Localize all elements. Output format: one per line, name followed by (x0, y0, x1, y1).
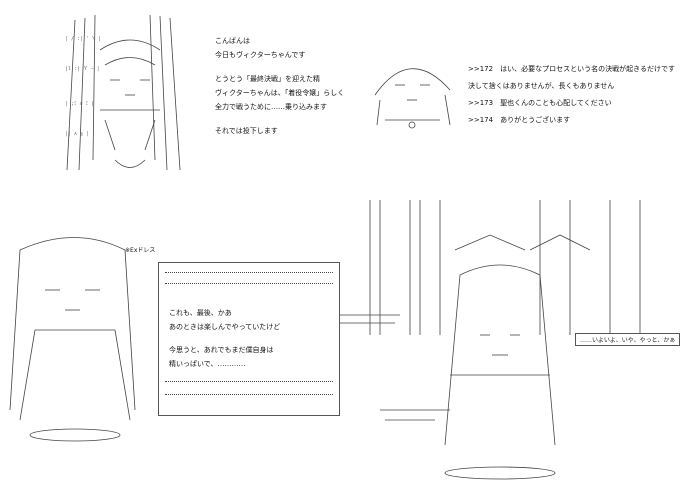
dotted-divider (165, 283, 333, 284)
dialog-line-4: 精いっぱいで、………… (169, 360, 246, 368)
reply-line-4: >>174 ありがとうございます (468, 116, 571, 124)
dialog-line-2: あのときは楽しんでやっていたけど (169, 323, 281, 331)
dotted-divider (165, 394, 333, 395)
intro-line-1: こんばんは (215, 37, 250, 45)
svg-text:|l :| Ｙ ｰ |: |l :| Ｙ ｰ | (65, 66, 100, 72)
dialog-box: これも、最後、かあ あのときは楽しんでやっていたけど 今思うと、あれでもまだ僕自… (158, 262, 340, 416)
intro-line-2: 今日もヴィクターちゃんです (215, 51, 306, 59)
character-art-top-middle (374, 68, 451, 129)
speech-bubble: ……いよいよ、いや、やっと、かぁ (575, 333, 680, 346)
reply-line-3: >>173 聖也くんのことも心配してください (468, 99, 612, 107)
dress-label: ※Exドレス (125, 247, 156, 254)
reply-line-1: >>172 はい、必要なプロセスという名の決戦が起きるだけです (468, 65, 675, 73)
intro-line-5: 全力で戦うために……乗り込みます (215, 103, 327, 111)
intro-line-4: ヴィクターちゃんは、「着役令嬢」らしく (215, 89, 345, 97)
dotted-divider (165, 381, 333, 382)
dialog-line-1: これも、最後、かあ (169, 309, 232, 317)
svg-text:|| ∧ ≧ |: || ∧ ≧ | (65, 131, 89, 137)
svg-text:| / :| ' \ |: | / :| ' \ | (65, 36, 101, 42)
dialog-line-3: 今思うと、あれでもまだ僕自身は (169, 346, 274, 354)
reply-line-2: 決して捨くはありませんが、長くもありません (468, 82, 615, 90)
intro-line-3: とうとう「最終決戦」を迎えた精 (215, 75, 320, 83)
character-art-top-left: | / :| ' \ | |l :| Ｙ ｰ | | ;ﾐ ≡ ﾐ | || ∧ ≧… (65, 14, 181, 171)
intro-line-6: それでは投下します (215, 127, 278, 135)
svg-text:| ;ﾐ ≡ ﾐ |: | ;ﾐ ≡ ﾐ | (65, 101, 94, 107)
dotted-divider (165, 272, 333, 273)
scene-art-bottom-right (340, 200, 641, 480)
character-art-bottom-left (9, 237, 136, 442)
